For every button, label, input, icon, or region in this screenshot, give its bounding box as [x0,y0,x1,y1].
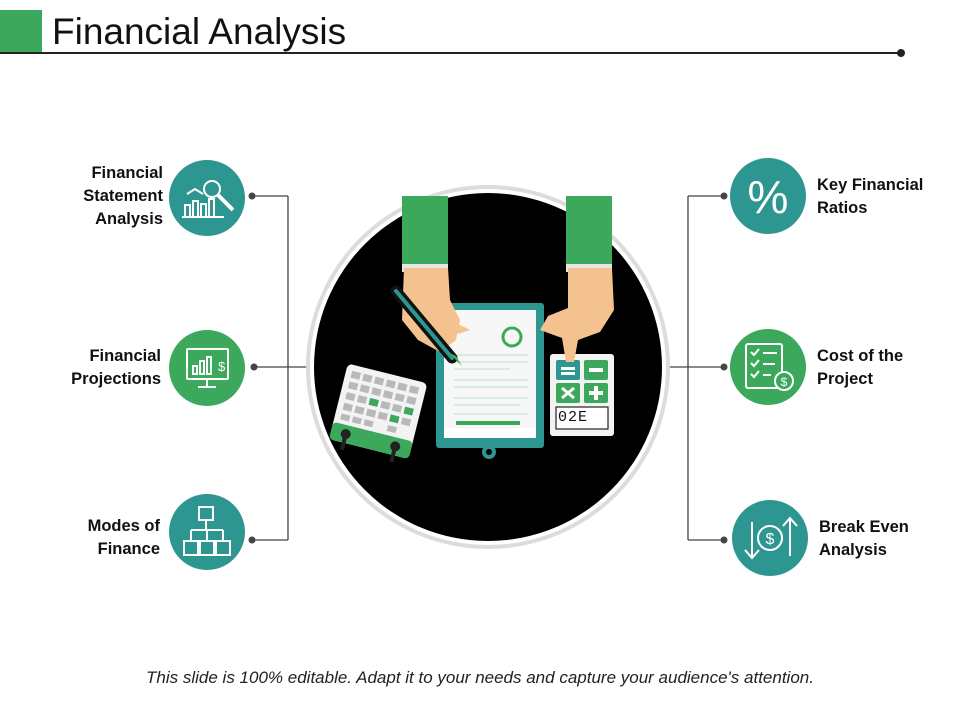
financial-projections-circle: $ [169,330,245,406]
dollar-glyph: $ [766,531,775,548]
title-underline-dot [897,49,905,57]
key-financial-ratios-circle: % [730,158,806,234]
central-illustration [306,185,670,549]
title-underline [0,52,900,54]
left-sleeve [402,196,448,268]
hand-with-pen [390,268,470,366]
left-connectors [252,195,310,541]
right-connectors [670,195,724,541]
label-financial-statement-analysis: Financial Statement Analysis [83,164,163,228]
label-financial-projections: Financial Projections [71,347,161,388]
org-chart-icon [183,506,231,556]
dollar-glyph: $ [218,359,226,374]
label-break-even-analysis: Break Even Analysis [819,518,909,559]
checklist-dollar-icon [745,343,794,391]
break-even-analysis-circle: $ [732,500,808,576]
label-modes-of-finance: Modes of Finance [87,517,160,558]
title-accent-block [0,10,42,53]
calendar-icon [329,364,427,463]
connector-dots [248,192,728,544]
monitor-dollar-icon [186,348,229,388]
calculator-icon [550,354,614,436]
right-sleeve [566,196,612,268]
dollar-glyph: $ [781,375,788,389]
label-cost-of-the-project: Cost of the Project [817,347,904,388]
footer-note: This slide is 100% editable. Adapt it to… [146,668,814,687]
cost-of-the-project-circle: $ [730,329,806,405]
dollar-arrows-icon [744,516,798,560]
magnifier-chart-icon [182,180,235,218]
percent-icon: % [748,171,789,223]
calculator-display: 02E [558,409,589,426]
hand-pointing [540,268,614,362]
page-title: Financial Analysis [52,11,347,52]
financial-statement-analysis-circle [169,160,245,236]
label-key-financial-ratios: Key Financial Ratios [817,176,924,217]
modes-of-finance-circle [169,494,245,570]
